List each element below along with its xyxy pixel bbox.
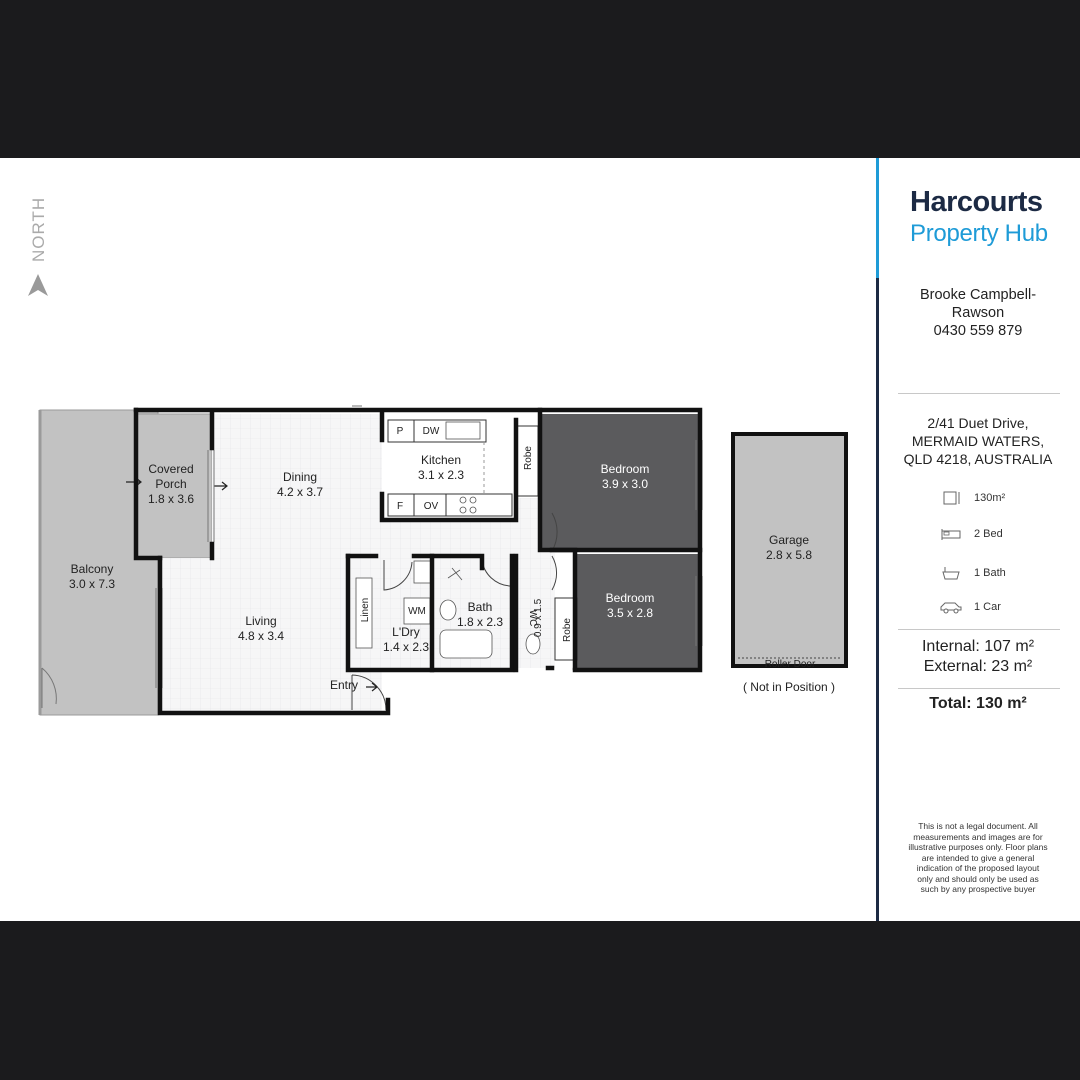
cooktop-icon	[459, 496, 477, 514]
panel-accent-border	[876, 158, 879, 921]
bedroom-2-label: Bedroom	[606, 591, 655, 605]
dining-arrow-icon	[214, 481, 228, 491]
covered-porch-label-1: Covered	[148, 462, 193, 476]
dining-label: Dining	[283, 470, 317, 484]
floor-plan: NORTH	[28, 197, 848, 716]
feature-bed-label: 2 Bed	[974, 528, 1003, 540]
feature-bath-label: 1 Bath	[974, 567, 1006, 579]
disclaimer-line: only and should only be used as	[917, 873, 1039, 884]
fridge-label: F	[397, 501, 403, 512]
bed-icon	[941, 529, 961, 540]
washing-machine-label: WM	[408, 606, 426, 617]
laundry-label: L'Dry	[392, 625, 420, 639]
bedroom-1-label: Bedroom	[601, 462, 650, 476]
living-label: Living	[245, 614, 276, 628]
robe-2-label: Robe	[562, 618, 573, 642]
kitchen-bench-bottom	[387, 493, 513, 517]
garage-label: Garage	[769, 533, 809, 547]
divider	[898, 393, 1060, 394]
disclaimer-line: This is not a legal document. All	[918, 821, 1038, 831]
laundry-tub-icon	[413, 560, 433, 584]
compass-label: NORTH	[29, 197, 48, 262]
covered-porch-dims: 1.8 x 3.6	[148, 492, 194, 506]
address-line2: MERMAID WATERS,	[911, 433, 1045, 449]
brand-name: Harcourts	[910, 186, 1043, 218]
brand-subtitle: Property Hub	[910, 220, 1048, 247]
laundry-dims: 1.4 x 2.3	[383, 640, 429, 654]
divider	[898, 629, 1060, 630]
bath-label: Bath	[468, 600, 493, 614]
disclaimer-line: illustrative purposes only. Floor plans	[908, 842, 1048, 852]
garage-dims: 2.8 x 5.8	[766, 548, 812, 562]
info-panel: Harcourts Property Hub Brooke Campbell- …	[876, 158, 1080, 921]
car-icon	[940, 602, 962, 614]
kitchen-sink-icon	[445, 421, 481, 440]
bath-icon	[942, 567, 960, 580]
dishwasher-label: DW	[423, 426, 440, 437]
balcony-label: Balcony	[71, 562, 114, 576]
compass: NORTH	[28, 197, 48, 296]
bath-dims: 1.8 x 2.3	[457, 615, 503, 629]
kitchen-label: Kitchen	[421, 453, 461, 467]
linen-label: Linen	[360, 598, 371, 622]
robe-1-label: Robe	[523, 446, 534, 470]
balcony-dims: 3.0 x 7.3	[69, 577, 115, 591]
agent-contact: Brooke Campbell- Rawson 0430 559 879	[876, 286, 1080, 340]
walls	[133, 407, 703, 716]
feature-area-label: 130m²	[974, 492, 1006, 504]
agent-name-line1: Brooke Campbell-	[919, 287, 1037, 303]
dining-dims: 4.2 x 3.7	[277, 485, 323, 499]
covered-porch-area	[135, 413, 213, 559]
roller-door-label: Roller Door	[765, 659, 816, 670]
wc-label: WC	[527, 610, 538, 627]
external-area: External: 23 m²	[923, 658, 1033, 675]
internal-area: Internal: 107 m²	[921, 638, 1035, 655]
disclaimer-line: such by any prospective buyer	[920, 884, 1036, 894]
bedroom-1-area	[540, 414, 698, 552]
entry-arrow-icon	[366, 682, 378, 692]
toilet-icon	[525, 633, 541, 655]
total-area: Total: 130 m²	[929, 695, 1027, 712]
kitchen-dims: 3.1 x 2.3	[418, 468, 464, 482]
floor-area-icon	[943, 491, 960, 505]
kitchen-bench-top	[387, 419, 487, 443]
feature-car-label: 1 Car	[974, 601, 1001, 613]
garage-area	[731, 432, 848, 668]
garage-note: ( Not in Position )	[743, 680, 835, 694]
pantry-label: P	[397, 426, 404, 437]
linen-cupboard	[355, 577, 373, 649]
living-dims: 4.8 x 3.4	[238, 629, 284, 643]
entry-label: Entry	[330, 678, 358, 692]
bedroom-1-dims: 3.9 x 3.0	[602, 477, 648, 491]
area-summary: Internal: 107 m² External: 23 m²	[876, 637, 1080, 677]
north-arrow-icon	[28, 274, 48, 296]
feature-area: 130m²	[936, 490, 1076, 508]
oven-label: OV	[424, 501, 439, 512]
feature-bed: 2 Bed	[936, 526, 1076, 544]
address-line1: 2/41 Duet Drive,	[927, 415, 1029, 431]
wc-dims: 0.9 x 1.5	[533, 598, 544, 637]
agent-name-line2: Rawson	[951, 305, 1005, 321]
feature-bath: 1 Bath	[936, 565, 1076, 583]
disclaimer-line: indication of the proposed layout	[916, 863, 1040, 873]
disclaimer-line: measurements and images are for	[913, 831, 1043, 842]
bathtub-icon	[439, 629, 493, 659]
disclaimer: This is not a legal document. All measur…	[876, 821, 1080, 895]
divider	[898, 688, 1060, 689]
bedroom-2-area	[575, 554, 698, 668]
disclaimer-line: are intended to give a general	[921, 852, 1035, 863]
agent-phone: 0430 559 879	[933, 323, 1023, 339]
feature-car: 1 Car	[936, 599, 1076, 617]
balcony-door-swing	[41, 667, 57, 708]
property-address: 2/41 Duet Drive, MERMAID WATERS, QLD 421…	[876, 414, 1080, 468]
basin-icon	[439, 599, 457, 621]
bedroom-2-dims: 3.5 x 2.8	[607, 606, 653, 620]
shower-icon	[447, 567, 463, 581]
address-line3: QLD 4218, AUSTRALIA	[903, 451, 1053, 467]
floor-plan-sheet: NORTH	[0, 158, 1080, 921]
covered-porch-label-2: Porch	[155, 477, 186, 491]
